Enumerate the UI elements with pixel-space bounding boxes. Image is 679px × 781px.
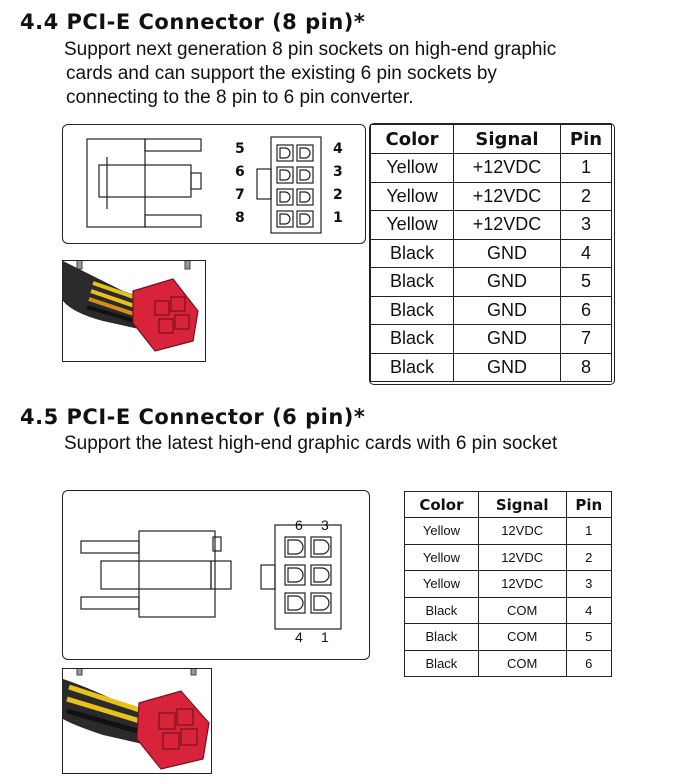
color-cell: Black — [369, 295, 455, 325]
signal-cell: GND — [453, 295, 561, 325]
8pin-connector-face-view — [256, 136, 322, 234]
signal-cell: GND — [453, 238, 561, 268]
signal-cell: +12VDC — [453, 210, 561, 240]
8pin-cable-photo — [62, 260, 206, 362]
section-6pin-desc-line-1: Support the latest high-end graphic card… — [64, 433, 558, 454]
signal-cell: GND — [453, 267, 561, 297]
signal-header: Signal — [453, 124, 561, 154]
6pin-connector-face-view — [260, 524, 342, 630]
signal-cell: +12VDC — [453, 153, 561, 183]
signal-cell: 12VDC — [477, 570, 567, 598]
table-header-row: Color Signal Pin — [404, 491, 612, 518]
table-header-row: Color Signal Pin — [369, 124, 613, 154]
signal-header: Signal — [477, 491, 567, 518]
signal-cell: COM — [477, 649, 567, 677]
color-header: Color — [404, 491, 479, 518]
pin-header: Pin — [565, 491, 612, 518]
section-6pin-heading: 4.5 PCI-E Connector (6 pin)* — [20, 405, 366, 429]
pin-cell: 1 — [565, 517, 612, 545]
8pin-label-5: 5 — [235, 141, 245, 157]
signal-cell: COM — [477, 623, 567, 651]
color-cell: Yellow — [369, 210, 455, 240]
pin-cell: 2 — [565, 543, 612, 571]
pin-cell: 6 — [565, 649, 612, 677]
6pin-label-3: 3 — [321, 517, 329, 533]
6pin-label-6: 6 — [295, 517, 303, 533]
pin-cell: 3 — [565, 570, 612, 598]
pin-cell: 1 — [559, 153, 613, 183]
color-cell: Black — [369, 238, 455, 268]
pin-cell: 4 — [565, 596, 612, 624]
6pin-connector-side-view — [80, 530, 232, 618]
8pin-label-3: 3 — [333, 164, 343, 180]
6pin-diagram-panel: 6 3 4 1 — [62, 490, 370, 660]
pin-header: Pin — [559, 124, 613, 154]
signal-cell: 12VDC — [477, 543, 567, 571]
pin-cell: 7 — [559, 324, 613, 354]
color-cell: Yellow — [369, 181, 455, 211]
pin-cell: 3 — [559, 210, 613, 240]
section-8pin-desc-line-3: connecting to the 8 pin to 6 pin convert… — [66, 87, 414, 108]
8pin-diagram-panel: 5 6 7 8 4 3 2 1 — [62, 124, 366, 244]
color-cell: Yellow — [404, 517, 479, 545]
color-cell: Yellow — [404, 570, 479, 598]
color-cell: Black — [369, 267, 455, 297]
6pin-label-1: 1 — [321, 629, 329, 645]
color-cell: Black — [369, 324, 455, 354]
signal-cell: +12VDC — [453, 181, 561, 211]
8pin-label-2: 2 — [333, 187, 343, 203]
section-8pin-desc-line-2: cards and can support the existing 6 pin… — [66, 63, 497, 84]
pin-cell: 4 — [559, 238, 613, 268]
signal-cell: GND — [453, 352, 561, 382]
color-cell: Black — [404, 649, 479, 677]
8pin-label-6: 6 — [235, 164, 245, 180]
8pin-label-4: 4 — [333, 141, 343, 157]
pin-cell: 6 — [559, 295, 613, 325]
section-8pin-desc-line-1: Support next generation 8 pin sockets on… — [64, 39, 557, 60]
6pin-cable-photo — [62, 668, 212, 774]
signal-cell: 12VDC — [477, 517, 567, 545]
color-cell: Black — [369, 352, 455, 382]
color-cell: Black — [404, 623, 479, 651]
pin-cell: 5 — [559, 267, 613, 297]
signal-cell: COM — [477, 596, 567, 624]
signal-cell: GND — [453, 324, 561, 354]
color-cell: Yellow — [369, 153, 455, 183]
pin-cell: 8 — [559, 352, 613, 382]
8pin-connector-side-view — [86, 138, 202, 228]
8pin-label-1: 1 — [333, 210, 343, 226]
8pin-label-7: 7 — [235, 187, 245, 203]
color-cell: Yellow — [404, 543, 479, 571]
section-8pin-heading: 4.4 PCI-E Connector (8 pin)* — [20, 10, 366, 34]
pin-cell: 2 — [559, 181, 613, 211]
color-header: Color — [369, 124, 455, 154]
color-cell: Black — [404, 596, 479, 624]
8pin-label-8: 8 — [235, 210, 245, 226]
6pin-label-4: 4 — [295, 629, 303, 645]
pin-cell: 5 — [565, 623, 612, 651]
